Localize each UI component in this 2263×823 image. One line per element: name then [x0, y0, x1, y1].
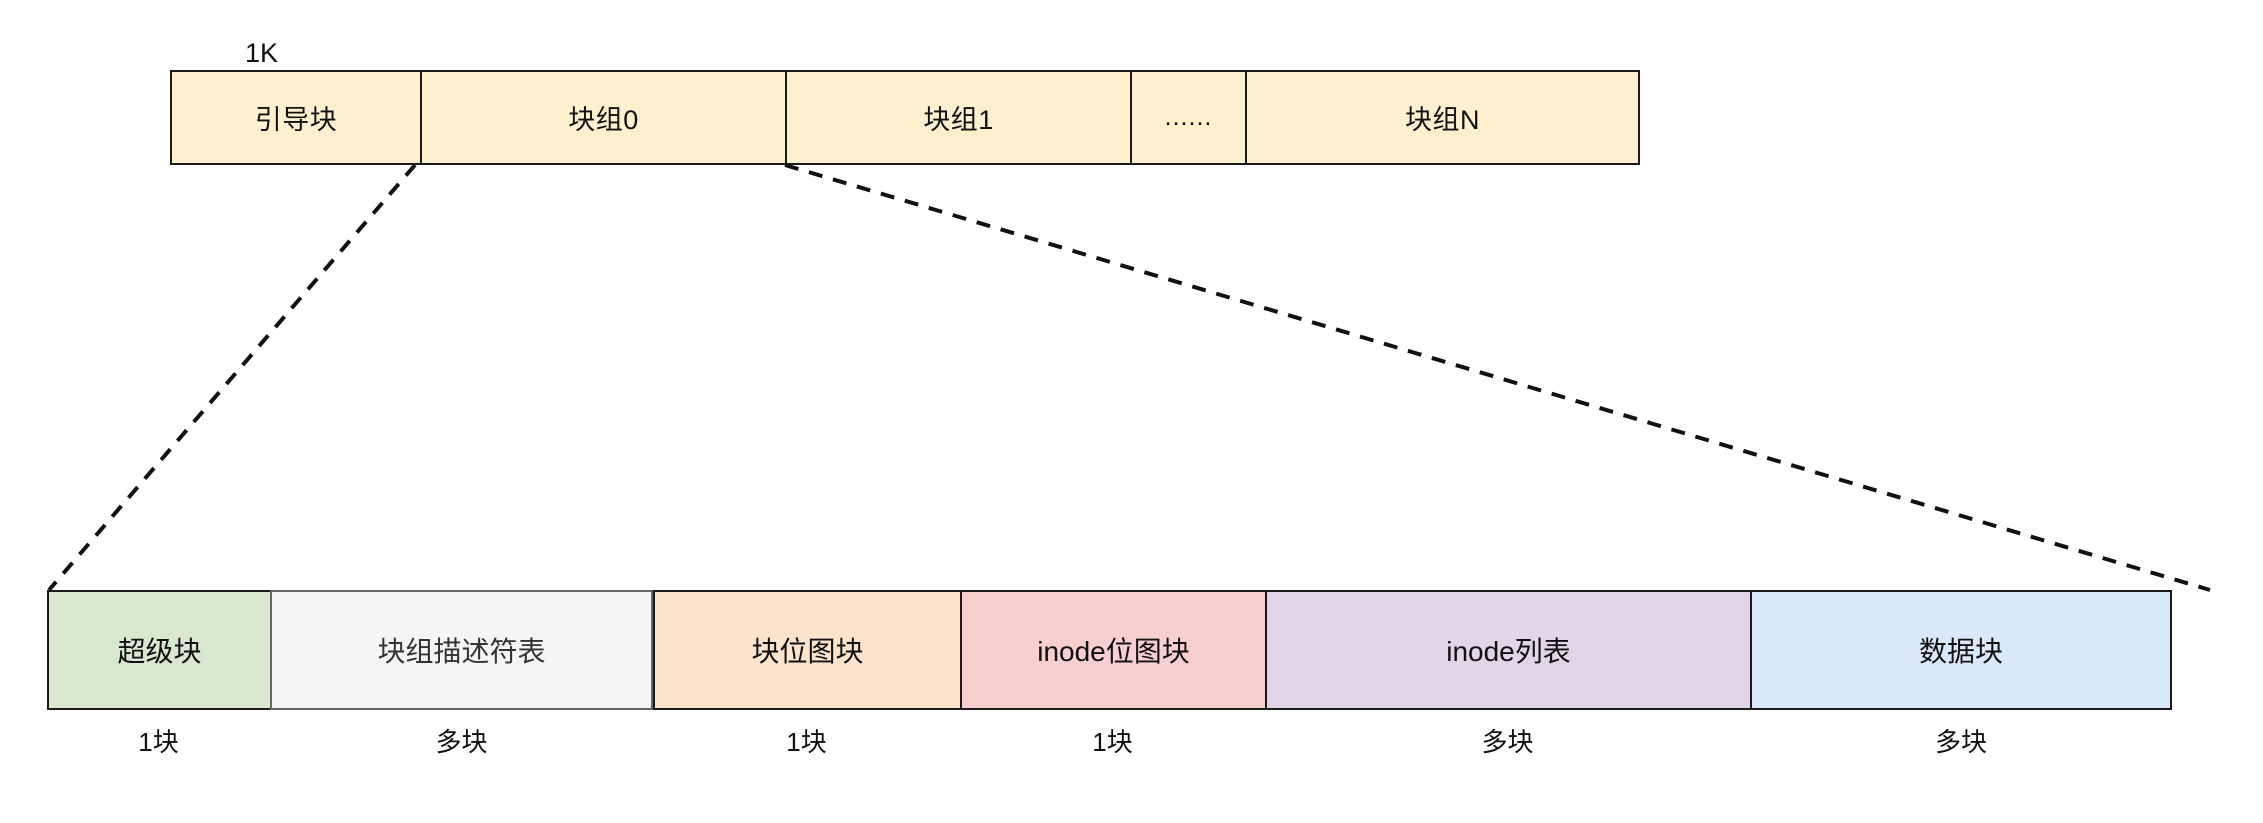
- bg-caption-group-descriptor-table: 多块: [435, 726, 488, 757]
- fs-cell-boot-block[interactable]: 引导块: [170, 70, 420, 165]
- bg-caption-superblock: 1块: [138, 726, 179, 757]
- bg-cell-group-descriptor-table[interactable]: 块组描述符表: [270, 590, 653, 710]
- fs-cell-block-group-n[interactable]: 块组N: [1245, 70, 1640, 165]
- bg-cell-data-blocks-label: 数据块: [1918, 636, 2003, 667]
- bg-caption-inode-bitmap: 1块: [1092, 726, 1133, 757]
- expand-line-left-icon: [47, 163, 417, 592]
- bg-cell-inode-table[interactable]: inode列表: [1265, 590, 1750, 710]
- size-caption-1k: 1K: [245, 38, 279, 68]
- bg-caption-data-blocks: 多块: [1934, 726, 1987, 757]
- fs-cell-block-group-0-label: 块组0: [568, 105, 639, 135]
- bg-cell-block-bitmap[interactable]: 块位图块: [653, 590, 960, 710]
- bg-cell-superblock-label: 超级块: [117, 636, 202, 667]
- fs-cell-boot-block-label: 引导块: [254, 105, 338, 135]
- bg-cell-data-blocks[interactable]: 数据块: [1750, 590, 2172, 710]
- bg-caption-inode-table: 多块: [1481, 726, 1534, 757]
- bg-cell-block-bitmap-label: 块位图块: [751, 636, 864, 667]
- bg-cell-inode-bitmap[interactable]: inode位图块: [960, 590, 1265, 710]
- block-group-detail-row: 超级块 块组描述符表 块位图块 inode位图块 inode列表 数据块: [47, 590, 2172, 710]
- fs-cell-block-group-1-label: 块组1: [923, 105, 994, 135]
- block-group-caption-row: 1块 多块 1块 1块 多块 多块: [47, 718, 2172, 762]
- bg-caption-block-bitmap: 1块: [786, 726, 827, 757]
- bg-cell-inode-bitmap-label: inode位图块: [1037, 636, 1190, 667]
- fs-cell-ellipsis-label: ......: [1164, 103, 1213, 131]
- fs-cell-block-group-0[interactable]: 块组0: [420, 70, 785, 165]
- expand-line-right-icon: [784, 163, 2211, 592]
- fs-cell-block-group-n-label: 块组N: [1405, 105, 1480, 135]
- bg-cell-superblock[interactable]: 超级块: [47, 590, 270, 710]
- bg-cell-inode-table-label: inode列表: [1446, 636, 1571, 667]
- fs-cell-block-group-1[interactable]: 块组1: [785, 70, 1130, 165]
- fs-cell-ellipsis[interactable]: ......: [1130, 70, 1245, 165]
- filesystem-layout-row: 引导块 块组0 块组1 ...... 块组N: [170, 70, 1640, 165]
- bg-cell-group-descriptor-table-label: 块组描述符表: [377, 636, 546, 667]
